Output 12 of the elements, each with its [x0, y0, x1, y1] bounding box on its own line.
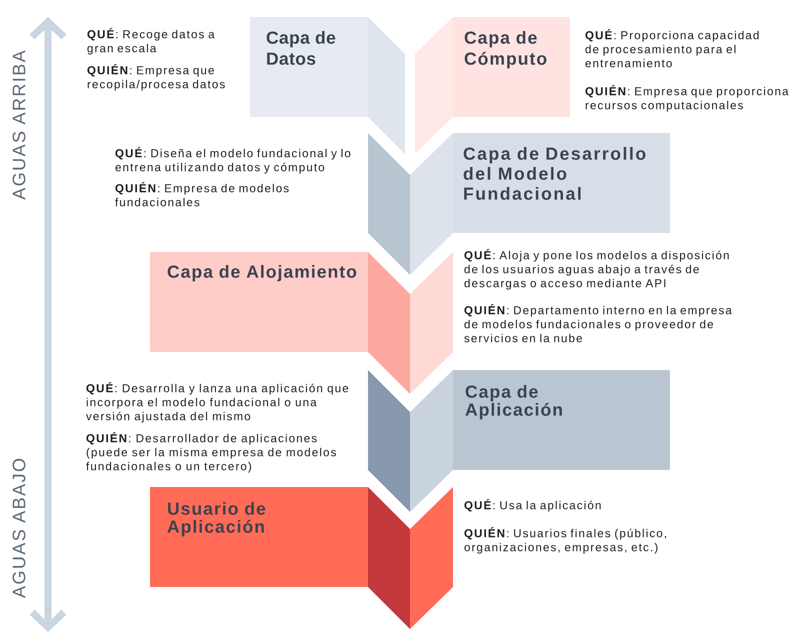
- description-text: QUIÉN: Usuarios finales (público, organizaciones, empresas, etc.): [464, 527, 666, 554]
- description-text: QUIÉN: Empresa de modelos fundacionales: [115, 182, 289, 206]
- description-text: QUIÉN: Departamento interno en la empresa de modelos fundacionales o proveedor de servicios en la nube: [464, 304, 732, 342]
- axis-label: AGUAS ABAJO: [12, 458, 26, 598]
- description-text: QUIÉN: Desarrollador de aplicaciones (puede ser la misma empresa de modelos fundacionales o un tercero): [86, 432, 336, 473]
- description-text: QUIÉN: Empresa que recopila/procesa datos: [87, 64, 225, 91]
- description-text: QUIÉN: Empresa que proporciona recursos computacionales: [585, 85, 788, 112]
- description-text: QUÉ: Recoge datos a gran escala: [87, 28, 215, 55]
- layer-band: Usuario de Aplicación: [150, 487, 453, 629]
- description-text: QUÉ: Proporciona capacidad de procesamiento para el entrenamiento: [585, 29, 759, 68]
- description-text: QUÉ: Usa la aplicación: [464, 499, 601, 512]
- axis-label: AGUAS ARRIBA: [12, 50, 26, 200]
